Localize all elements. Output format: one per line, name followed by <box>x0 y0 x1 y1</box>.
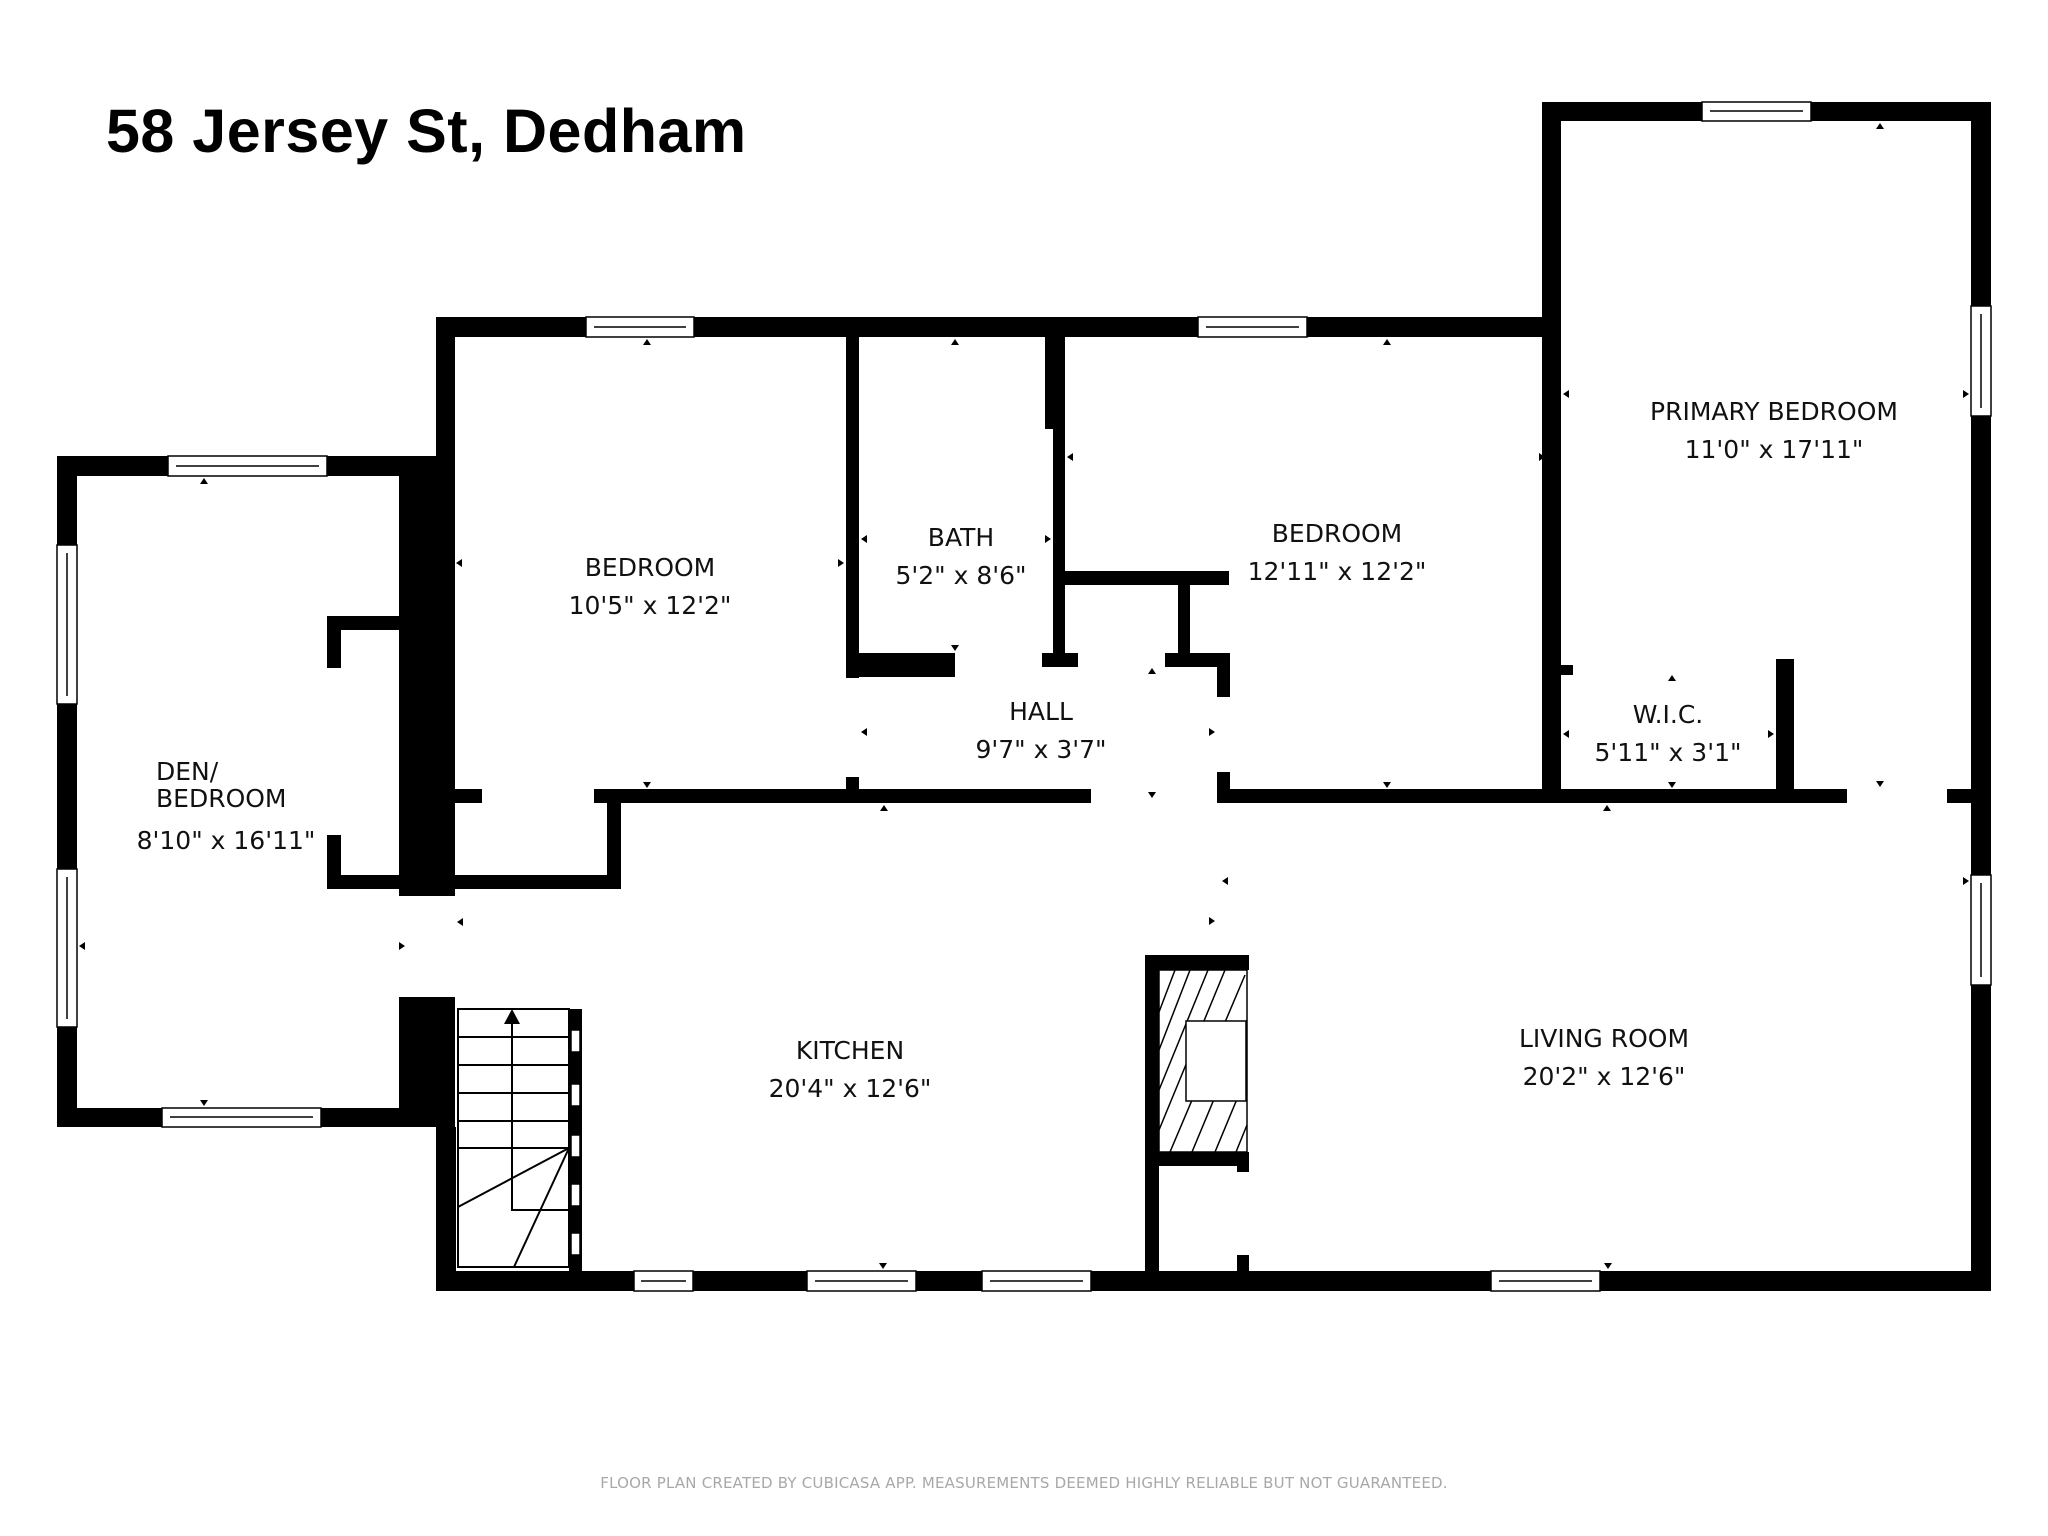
room-name: HALL <box>1009 697 1073 726</box>
room-dimensions: 11'0" x 17'11" <box>1684 435 1864 464</box>
walls <box>57 102 1991 1291</box>
room-label-wic: W.I.C. 5'11" x 3'1" <box>1595 696 1742 772</box>
room-name: BATH <box>927 523 995 552</box>
room-dims-den: 8'10" x 16'11" <box>137 822 316 860</box>
room-label-kitchen: KITCHEN 20'4" x 12'6" <box>769 1032 932 1108</box>
room-label-primary-bedroom: PRIMARY BEDROOM 11'0" x 17'11" <box>1650 393 1898 469</box>
room-label-den: DEN/ BEDROOM <box>140 757 310 814</box>
room-name: PRIMARY BEDROOM <box>1650 397 1898 426</box>
room-dimensions: 9'7" x 3'7" <box>975 735 1107 764</box>
room-name: DEN/ <box>156 757 219 786</box>
room-name: W.I.C. <box>1632 700 1704 729</box>
room-dimensions: 5'2" x 8'6" <box>895 561 1027 590</box>
room-dimensions: 8'10" x 16'11" <box>136 826 316 855</box>
room-name: BEDROOM <box>1271 519 1403 548</box>
room-name: BEDROOM <box>584 553 716 582</box>
room-dimensions: 10'5" x 12'2" <box>568 591 732 620</box>
fireplace-hatch-icon <box>1158 969 1248 1153</box>
room-label-bath: BATH 5'2" x 8'6" <box>895 519 1026 595</box>
page-title: 58 Jersey St, Dedham <box>106 97 747 165</box>
triangle-marker-icon <box>79 123 1969 1269</box>
windows <box>56 101 1992 1292</box>
room-name: LIVING ROOM <box>1518 1024 1690 1053</box>
room-label-bedroom-1: BEDROOM 10'5" x 12'2" <box>569 549 732 625</box>
stairs <box>457 1008 570 1268</box>
room-name: KITCHEN <box>795 1036 905 1065</box>
room-dimensions: 5'11" x 3'1" <box>1594 738 1742 767</box>
stairs-up-arrow-icon <box>504 1009 520 1024</box>
room-dimensions: 12'11" x 12'2" <box>1247 557 1427 586</box>
room-label-bedroom-2: BEDROOM 12'11" x 12'2" <box>1248 515 1427 591</box>
room-dimensions: 20'4" x 12'6" <box>768 1074 932 1103</box>
room-label-hall: HALL 9'7" x 3'7" <box>975 693 1106 769</box>
room-name: BEDROOM <box>156 784 287 813</box>
room-label-living-room: LIVING ROOM 20'2" x 12'6" <box>1519 1020 1689 1096</box>
room-dimensions: 20'2" x 12'6" <box>1522 1062 1686 1091</box>
footer-disclaimer: FLOOR PLAN CREATED BY CUBICASA APP. MEAS… <box>600 1474 1448 1492</box>
